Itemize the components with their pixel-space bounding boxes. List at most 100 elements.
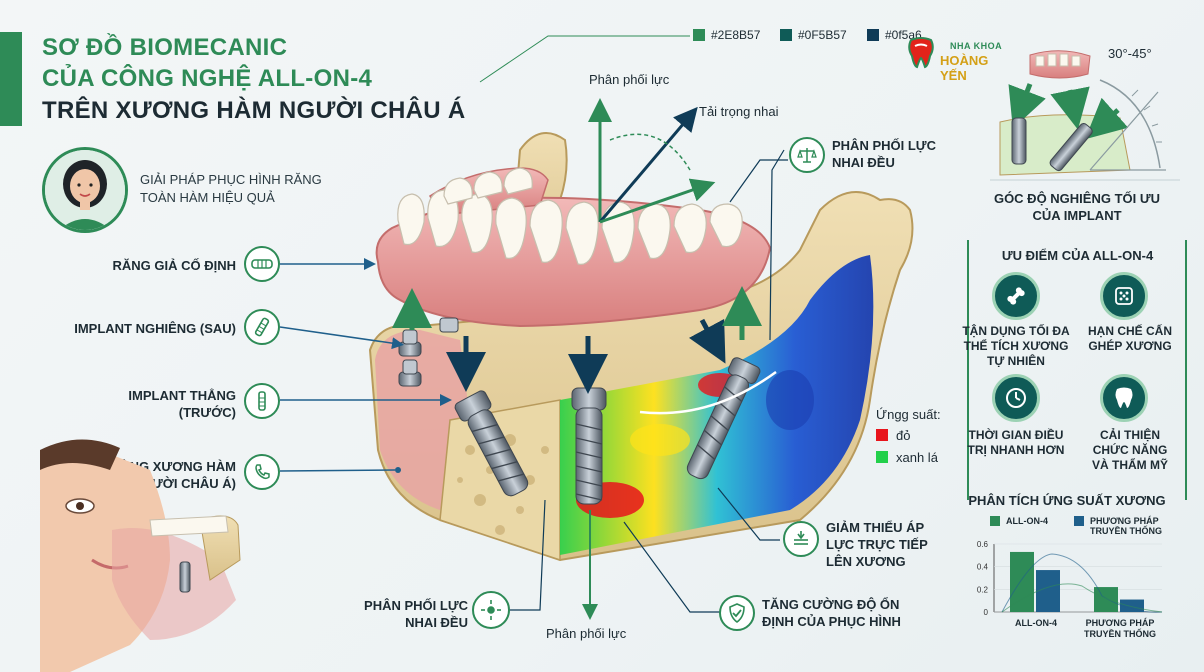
swatch-1: #2E8B57: [693, 28, 760, 42]
advantage-2-line-2: GHÉP XƯƠNG: [1088, 339, 1172, 353]
title-line-3: TRÊN XƯƠNG HÀM NGƯỜI CHÂU Á: [42, 97, 466, 124]
bone-graft-icon: [1100, 272, 1148, 320]
stress-legend-green-label: xanh lá: [896, 450, 938, 465]
intro-text: GIẢI PHÁP PHỤC HÌNH RĂNG TOÀN HÀM HIỆU Q…: [140, 172, 322, 205]
stress-legend-title: Ứngg suất:: [876, 407, 941, 422]
label-straight-implant: IMPLANT THẲNG (TRƯỚC): [96, 387, 236, 421]
chart-y-tick-label: 0: [984, 608, 989, 617]
phone-icon: [244, 454, 280, 490]
advantage-3-line-2: TRỊ NHANH HƠN: [967, 443, 1065, 457]
force-distribution-bottom-label: Phân phối lực: [546, 626, 627, 641]
logo-line-2: HOÀNG YẾN: [940, 53, 989, 83]
angle-caption: GÓC ĐỘ NGHIÊNG TỐI ƯU CỦA IMPLANT: [972, 190, 1182, 224]
chart-y-tick-label: 0.2: [977, 585, 989, 594]
swatch-2-color: [780, 29, 792, 41]
shield-check-icon: [719, 595, 755, 631]
patient-profile-illustration: [40, 439, 241, 672]
label-reduce-pressure: GIẢM THIỂU ÁP LỰC TRỰC TIẾP LÊN XƯƠNG: [826, 519, 928, 570]
chart-x-tick-label: PHƯƠNG PHÁP: [1086, 618, 1155, 628]
chart-bar: [1094, 587, 1118, 612]
title-accent-bar: [0, 32, 22, 126]
chart-bar: [1036, 570, 1060, 612]
force-distribution-top-label: Phân phối lực: [589, 72, 670, 87]
angle-caption-line-1: GÓC ĐỘ NGHIÊNG TỐI ƯU: [993, 191, 1161, 206]
chart-trend-curve-2: [1001, 583, 1163, 613]
chart-x-tick-label: TRUYỀN THỐNG: [1084, 628, 1156, 639]
stress-legend-red-swatch: [876, 429, 888, 441]
chart-legend-1: ALL-ON-4: [990, 516, 1048, 526]
label-bottom-even-force-line-2: NHAI ĐỀU: [405, 615, 468, 630]
label-stability: TĂNG CƯỜNG ĐỘ ỔN ĐỊNH CỦA PHỤC HÌNH: [762, 596, 901, 630]
swatch-3-color: [867, 29, 879, 41]
clock-icon: [992, 374, 1040, 422]
advantages-title: ƯU ĐIỂM CỦA ALL-ON-4: [1001, 248, 1154, 263]
label-even-force-line-2: NHAI ĐỀU: [832, 155, 895, 170]
bone-icon: [992, 272, 1040, 320]
advantage-2: HẠN CHẾ CẤN GHÉP XƯƠNG: [1082, 324, 1178, 354]
advantage-1-line-1: TẬN DỤNG TỐI ĐA: [962, 324, 1070, 338]
chart-legend-2-swatch: [1074, 516, 1084, 526]
compress-arrows-icon: [783, 521, 819, 557]
advantage-2-line-1: HẠN CHẾ CẤN: [1088, 324, 1172, 338]
label-bottom-even-force: PHÂN PHỐI LỰC NHAI ĐỀU: [356, 597, 468, 631]
chart-y-tick-label: 0.4: [977, 563, 989, 572]
page-title: SƠ ĐỒ BIOMECANIC CỦA CÔNG NGHỆ ALL-ON-4 …: [42, 32, 466, 128]
chart-bar: [1010, 551, 1034, 612]
label-stability-line-1: TĂNG CƯỜNG ĐỘ ỔN: [762, 597, 900, 612]
implant-straight-front: [571, 387, 607, 505]
stress-legend-red-label: đỏ: [896, 428, 911, 443]
implant-angle-illustration: [999, 50, 1166, 176]
label-straight-implant-line-1: IMPLANT THẲNG: [128, 388, 236, 403]
clinic-logo: NHA KHOA HOÀNG YẾN: [906, 32, 1016, 83]
label-bottom-even-force-line-1: PHÂN PHỐI LỰC: [364, 598, 468, 613]
swatch-1-label: #2E8B57: [711, 28, 761, 42]
teeth-row-icon: [244, 246, 280, 282]
label-fixed-teeth: RĂNG GIẢ CỐ ĐỊNH: [112, 258, 237, 273]
advantage-3-line-1: THỜI GIAN ĐIỀU: [968, 428, 1064, 442]
chart-legend-1-label: ALL-ON-4: [1006, 516, 1048, 526]
angle-value: 30°-45°: [1108, 46, 1152, 61]
title-line-1: SƠ ĐỒ BIOMECANIC: [42, 34, 288, 61]
label-reduce-pressure-line-2: LỰC TRỰC TIẾP: [826, 537, 928, 552]
swatch-2: #0F5B57: [780, 28, 847, 42]
label-stability-line-2: ĐỊNH CỦA PHỤC HÌNH: [762, 614, 901, 629]
advantage-4-line-1: CẢI THIỆN: [1100, 428, 1160, 442]
balance-scale-icon: [789, 137, 825, 173]
stress-legend-green-swatch: [876, 451, 888, 463]
label-reduce-pressure-line-1: GIẢM THIỂU ÁP: [826, 520, 925, 535]
label-tilted-implant: IMPLANT NGHIÊNG (SAU): [74, 321, 236, 336]
chart-x-tick-label: ALL-ON-4: [1015, 618, 1057, 628]
advantage-4: CẢI THIỆN CHỨC NĂNG VÀ THẨM MỸ: [1082, 428, 1178, 473]
advantage-4-line-3: VÀ THẨM MỸ: [1092, 458, 1168, 472]
advantage-4-line-2: CHỨC NĂNG: [1092, 443, 1168, 457]
label-even-force-line-1: PHÂN PHỐI LỰC: [832, 138, 936, 153]
logo-tooth-icon: [908, 37, 934, 69]
label-straight-implant-line-2: (TRƯỚC): [178, 405, 236, 420]
straight-implant-icon: [244, 383, 280, 419]
logo-line-1: NHA KHOA: [950, 41, 1003, 51]
chart-bars: [1010, 551, 1144, 612]
advantage-1: TẬN DỤNG TỐI ĐA THỂ TÍCH XƯƠNG TỰ NHIÊN: [954, 324, 1078, 369]
implant-tilted-back: [454, 390, 529, 497]
chart-legend-2-label: PHƯƠNG PHÁP TRUYỀN THỐNG: [1090, 516, 1162, 536]
chart-bar: [1120, 599, 1144, 612]
chart-legend-1-swatch: [990, 516, 1000, 526]
angle-caption-line-2: CỦA IMPLANT: [1032, 208, 1122, 223]
chart-title: PHÂN TÍCH ỨNG SUẤT XƯƠNG: [968, 493, 1166, 508]
swatch-1-color: [693, 29, 705, 41]
implant-tilted-right: [686, 357, 761, 480]
advantage-1-line-3: TỰ NHIÊN: [987, 354, 1045, 368]
chart-y-tick-label: 0.6: [977, 540, 989, 549]
chewing-load-label: Tải trọng nhai: [699, 104, 779, 119]
label-reduce-pressure-line-3: LÊN XƯƠNG: [826, 554, 906, 569]
chart-legend-2: PHƯƠNG PHÁP TRUYỀN THỐNG: [1074, 516, 1172, 536]
tooth-icon: [1100, 374, 1148, 422]
doctor-avatar: [42, 147, 128, 233]
tilted-implant-icon: [244, 309, 280, 345]
title-line-2: CỦA CÔNG NGHỆ ALL-ON-4: [42, 65, 373, 92]
implant-tilted-left: [398, 317, 459, 387]
label-even-force: PHÂN PHỐI LỰC NHAI ĐỀU: [832, 137, 936, 171]
